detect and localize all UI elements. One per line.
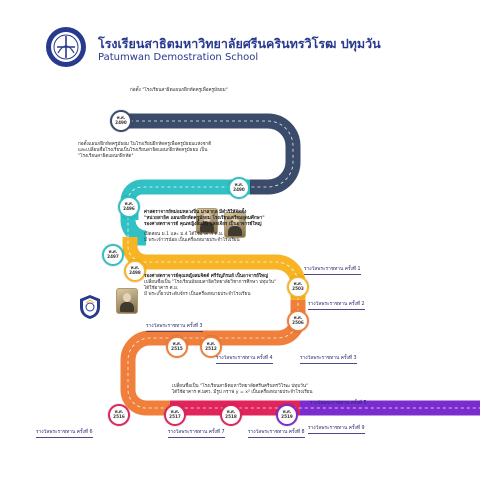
award-label-3b: รางวัลพระราชทาน ครั้งที่ 3 [300,354,357,364]
award-label-4: รางวัลพระราชทาน ครั้งที่ 4 [216,354,273,364]
award-label-8: รางวัลพระราชทาน ครั้งที่ 8 [248,428,305,438]
year-badge-11: พ.ศ.2517 [164,404,186,426]
year-badge-7: พ.ศ.2506 [287,310,309,332]
event-2496-founder: ศาสตราจารย์หม่อมหลวงปิ่น มาลากุล มีดำริใ… [144,210,265,227]
year-badge-13: พ.ศ.2519 [276,404,298,426]
award-label-6: รางวัลพระราชทาน ครั้งที่ 6 [36,428,93,438]
award-label-9: รางวัลพระราชทาน ครั้งที่ 9 [308,424,365,434]
award-label-5: รางวัลพระราชทาน ครั้งที่ 5 [310,401,367,406]
event-2498-rename: รองศาสตราจารย์คุณหญิงสมจิตต์ ศรีรัญภิรมย… [144,274,277,297]
event-2490-founding: ก่อตั้ง "โรงเรียนสาธิตแผนกฝึกหัดครูเพื่อ… [130,88,228,93]
year-badge-6: พ.ศ.2503 [287,276,309,298]
road-centre-line [118,120,480,409]
year-badge-8: พ.ศ.2512 [200,336,222,358]
year-badge-9: พ.ศ.2515 [166,336,188,358]
event-2497-open: เปิดสอน ม.1 และ ม.4 ได้ใช้อาคาร ศ.ม. มี … [144,232,240,243]
award-label-7: รางวัลพระราชทาน ครั้งที่ 7 [168,428,225,438]
event-2490-teacher-dept: ก่อตั้งแผนกฝึกหัดครูมัธยม ในโรงเรียนฝึกห… [78,142,212,159]
portrait-icon [224,212,246,238]
award-label-1: รางวัลพระราชทาน ครั้งที่ 1 [304,265,361,275]
year-badge-10: พ.ศ.2516 [108,404,130,426]
portrait-icon [196,208,218,234]
year-badge-12: พ.ศ.2518 [220,404,242,426]
portrait-icon [116,288,138,314]
year-badge-5: พ.ศ.2498 [124,260,146,282]
year-badge-3: พ.ศ.2496 [118,196,140,218]
school-crest-icon [80,295,100,319]
event-2517-rename: เปลี่ยนชื่อเป็น "โรงเรียนสาธิตมหาวิทยาลั… [172,384,313,395]
year-badge-4: พ.ศ.2497 [102,244,124,266]
year-badge-1: พ.ศ.2490 [110,110,132,132]
year-badge-2: พ.ศ.2490 [228,177,250,199]
award-label-3: รางวัลพระราชทาน ครั้งที่ 3 [146,322,203,332]
award-label-2: รางวัลพระราชทาน ครั้งที่ 2 [308,300,365,310]
school-emblem-icon [46,27,86,67]
school-name-th: โรงเรียนสาธิตมหาวิทยาลัยศรีนครินทรวิโรฒ … [98,36,381,51]
school-name-en: Patumwan Demostration School [98,52,259,63]
